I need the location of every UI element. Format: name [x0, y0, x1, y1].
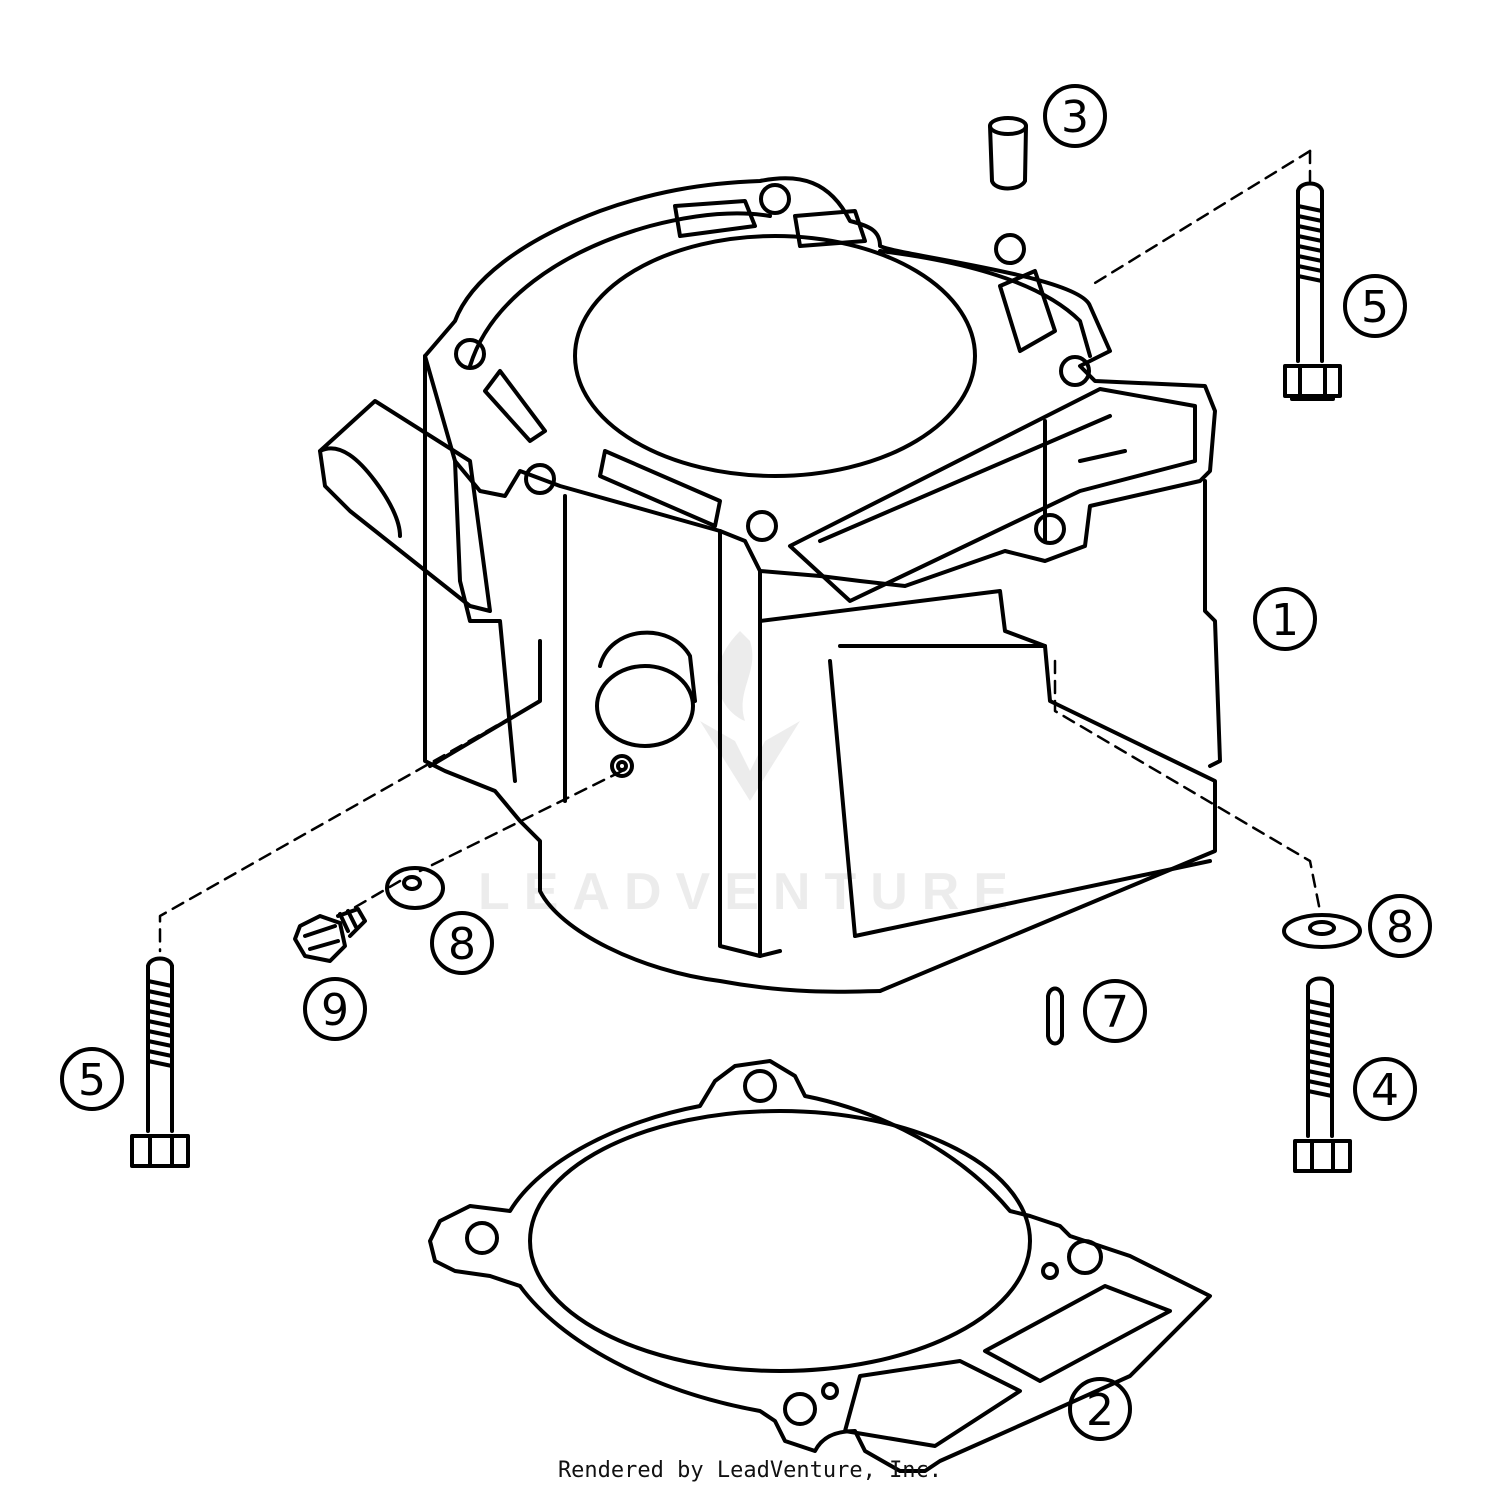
callout-4: 4: [1353, 1057, 1417, 1121]
bolt-part-5-left: [130, 956, 190, 1168]
callout-5-top: 5: [1343, 274, 1407, 338]
leader-lines: [158, 149, 1322, 953]
callout-3: 3: [1043, 84, 1107, 148]
svg-text:7: 7: [1101, 987, 1129, 1038]
washer-part-8-left: [385, 866, 445, 910]
callout-9: 9: [303, 977, 367, 1041]
bolt-part-5-top: [1283, 181, 1342, 401]
pin-part-7: [1046, 986, 1064, 1046]
leader-5-left: [158, 669, 542, 953]
leader-8-right: [1053, 659, 1322, 913]
svg-text:8: 8: [448, 919, 476, 970]
svg-text:1: 1: [1271, 595, 1299, 646]
svg-text:2: 2: [1086, 1385, 1114, 1436]
callout-7: 7: [1083, 979, 1147, 1043]
leader-5-top: [1088, 149, 1312, 288]
svg-text:9: 9: [321, 985, 349, 1036]
footer-credit: Rendered by LeadVenture, Inc.: [557, 1458, 943, 1483]
svg-text:5: 5: [1361, 282, 1389, 333]
leadventure-watermark: LEADVENTURE: [478, 631, 1022, 921]
callout-5-left: 5: [60, 1047, 124, 1111]
leader-8-left: [418, 769, 624, 873]
dowel-sleeve-part-3: [988, 116, 1028, 191]
callout-1: 1: [1253, 587, 1317, 651]
callout-2: 2: [1068, 1377, 1132, 1441]
screw-part-9: [293, 907, 367, 963]
leader-9: [338, 879, 402, 918]
cylinder: [318, 176, 1222, 994]
svg-text:8: 8: [1386, 902, 1414, 953]
watermark-text: LEADVENTURE: [478, 863, 1022, 921]
svg-text:3: 3: [1061, 92, 1089, 143]
callout-8-right: 8: [1368, 894, 1432, 958]
gasket-part-2: [428, 1059, 1212, 1473]
callout-8-left: 8: [430, 911, 494, 975]
svg-text:4: 4: [1371, 1065, 1399, 1116]
svg-text:5: 5: [78, 1055, 106, 1106]
washer-part-8-right: [1282, 913, 1362, 949]
bolt-part-4: [1293, 976, 1352, 1173]
